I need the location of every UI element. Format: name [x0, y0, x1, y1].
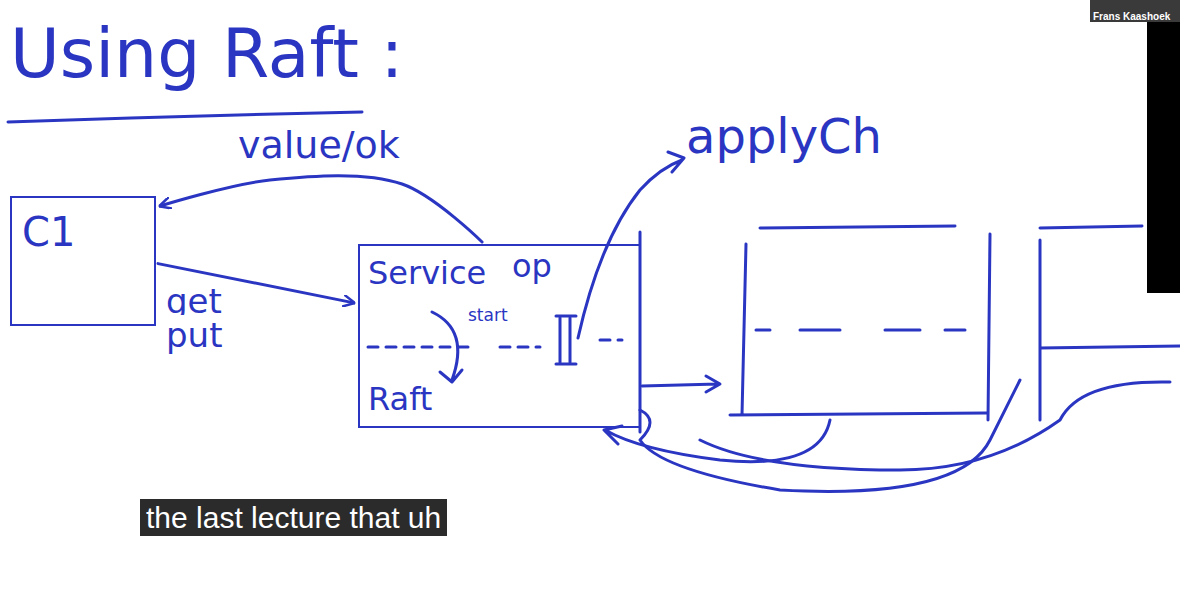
client-box: C1 [10, 196, 156, 326]
layer-name: Raft [368, 380, 632, 418]
layer-separator [368, 340, 622, 347]
box-side [639, 232, 642, 432]
reply-arrow [640, 380, 1020, 491]
op-label: op [512, 250, 552, 282]
board-title: Using Raft : [10, 4, 403, 104]
reply-arrow [700, 382, 1170, 470]
connector-arrow [160, 176, 482, 242]
edge-label: value/ok [238, 126, 400, 164]
op-label-text: op [512, 247, 552, 285]
video-tile [1147, 0, 1180, 293]
channel-label: applyCh [686, 112, 882, 160]
title-underline [8, 112, 362, 122]
edge-label-text: get put [166, 281, 222, 355]
replica-box [760, 226, 955, 228]
edge-label: get put [166, 284, 256, 352]
edge-label-text: value/ok [238, 123, 400, 167]
start-label-text: start [468, 305, 508, 325]
start-arrow [432, 312, 462, 382]
client-label: C1 [22, 208, 144, 256]
name-tag [1090, 0, 1180, 22]
layer-name: Service [368, 254, 632, 292]
append-arrow [642, 376, 720, 392]
speaker-name: Frans Kaashoek [1093, 5, 1170, 24]
replica-log [756, 329, 965, 332]
speaker-name-text: Frans Kaashoek [1093, 11, 1170, 22]
replica-box [730, 234, 990, 420]
channel-label-text: applyCh [686, 108, 882, 164]
subtitle: the last lecture that uh [140, 496, 480, 540]
subtitle-text: the last lecture that uh [140, 499, 447, 536]
start-label: start [468, 306, 508, 325]
log-entry [556, 316, 576, 364]
server-box: ServiceRaft [358, 244, 640, 428]
